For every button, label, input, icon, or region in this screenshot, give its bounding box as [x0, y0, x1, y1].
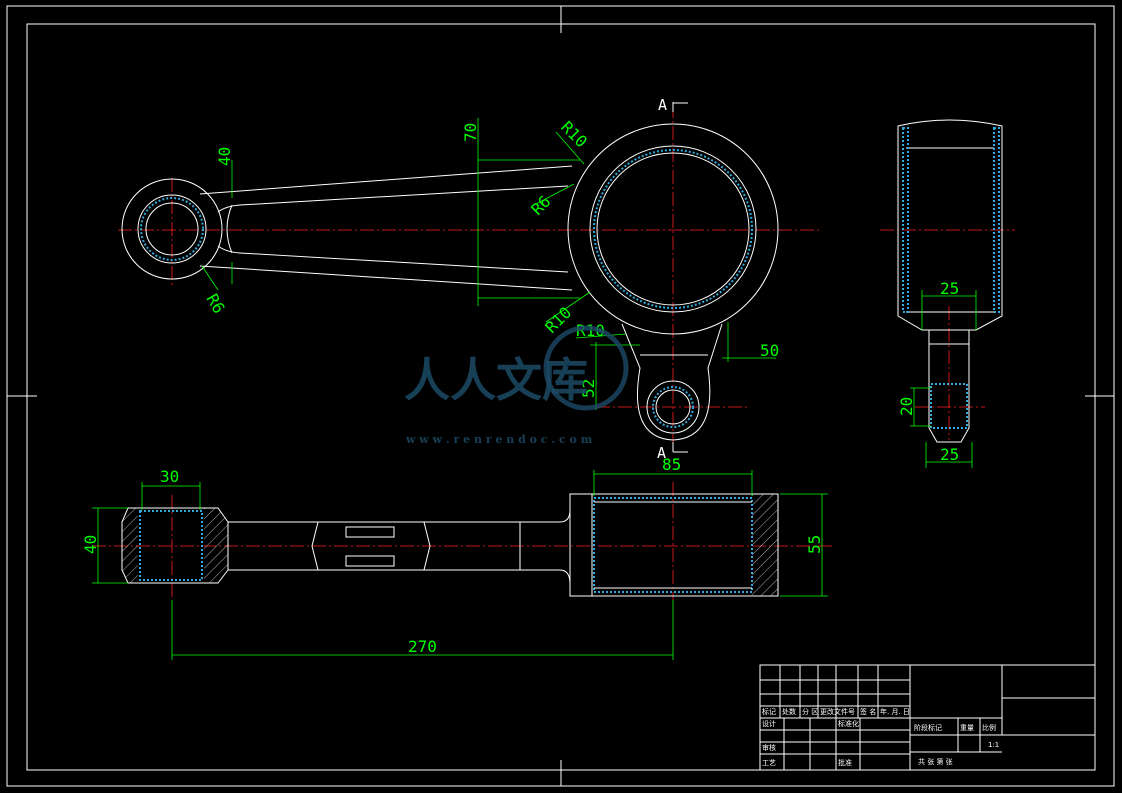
dim-40-side: 40 — [81, 535, 100, 554]
title-block-text: 标记 处数 分 区 更改文件号 签 名 年. 月. 日 设计 标准化 阶段标记 … — [762, 707, 999, 767]
tb-design: 设计 — [762, 719, 776, 728]
small-end-bush — [140, 197, 204, 261]
dim-70-beam: 70 — [461, 123, 480, 142]
side-big-end — [897, 119, 1003, 331]
dim-r10-top: R10 — [557, 117, 591, 151]
tb-count: 处数 — [782, 707, 796, 716]
dim-50: 50 — [760, 341, 779, 360]
big-end-outer — [567, 123, 779, 335]
tb-sign: 签 名 — [860, 707, 876, 716]
watermark: 人人文库 w w w . r e n r e n d o c . c o m — [404, 325, 629, 446]
tb-sheets: 共 张 第 张 — [918, 757, 953, 766]
dim-r6-top: R6 — [527, 192, 554, 219]
tb-approve: 批准 — [838, 758, 852, 767]
tb-date: 年. 月. 日 — [880, 707, 910, 716]
dim-25-top: 25 — [940, 279, 959, 298]
i-beam-section — [311, 521, 431, 571]
section-marker-top: A — [658, 96, 688, 114]
dim-52: 52 — [579, 379, 598, 398]
tb-change-doc: 更改文件号 — [820, 707, 855, 716]
tb-stage-mark: 阶段标记 — [914, 723, 942, 732]
tb-zone: 分 区 — [802, 707, 818, 716]
dim-85: 85 — [662, 455, 681, 474]
lower-lug — [621, 323, 723, 441]
dim-r6-left: R6 — [203, 291, 229, 317]
tb-scale-value: 1:1 — [988, 741, 999, 749]
front-view: A A 40 70 R10 R6 R6 R10 R10 — [118, 96, 822, 462]
section-label-bottom: A — [657, 444, 666, 462]
dim-270: 270 — [408, 637, 437, 656]
tb-standard: 标准化 — [838, 719, 859, 728]
tb-weight: 重量 — [960, 724, 974, 732]
side-lug — [928, 330, 970, 443]
dim-55: 55 — [805, 535, 824, 554]
frame-ticks — [7, 6, 1114, 786]
dim-20: 20 — [897, 397, 916, 416]
dim-30: 30 — [160, 467, 179, 486]
section-view: 30 85 40 55 270 — [81, 455, 832, 660]
section-dimensions: 30 85 40 55 270 — [81, 455, 828, 660]
section-label-top: A — [658, 96, 667, 114]
watermark-url: w w w . r e n r e n d o c . c o m — [405, 433, 593, 446]
small-end-outer — [121, 178, 223, 280]
big-end-bearing — [593, 149, 753, 309]
watermark-text: 人人文库 — [404, 353, 588, 407]
tb-process: 工艺 — [762, 759, 776, 767]
side-dimensions: 25 20 25 — [897, 279, 977, 468]
side-view: 25 20 25 — [880, 119, 1015, 468]
dim-40-small-end: 40 — [215, 147, 234, 166]
section-marker-bottom: A — [657, 442, 688, 462]
tb-scale: 比例 — [982, 723, 996, 732]
tb-review: 审核 — [762, 743, 776, 752]
rod-beam — [199, 165, 573, 291]
dim-25-bottom: 25 — [940, 445, 959, 464]
big-end-section — [569, 493, 779, 597]
tb-mark: 标记 — [762, 707, 776, 716]
title-block — [759, 664, 1096, 771]
